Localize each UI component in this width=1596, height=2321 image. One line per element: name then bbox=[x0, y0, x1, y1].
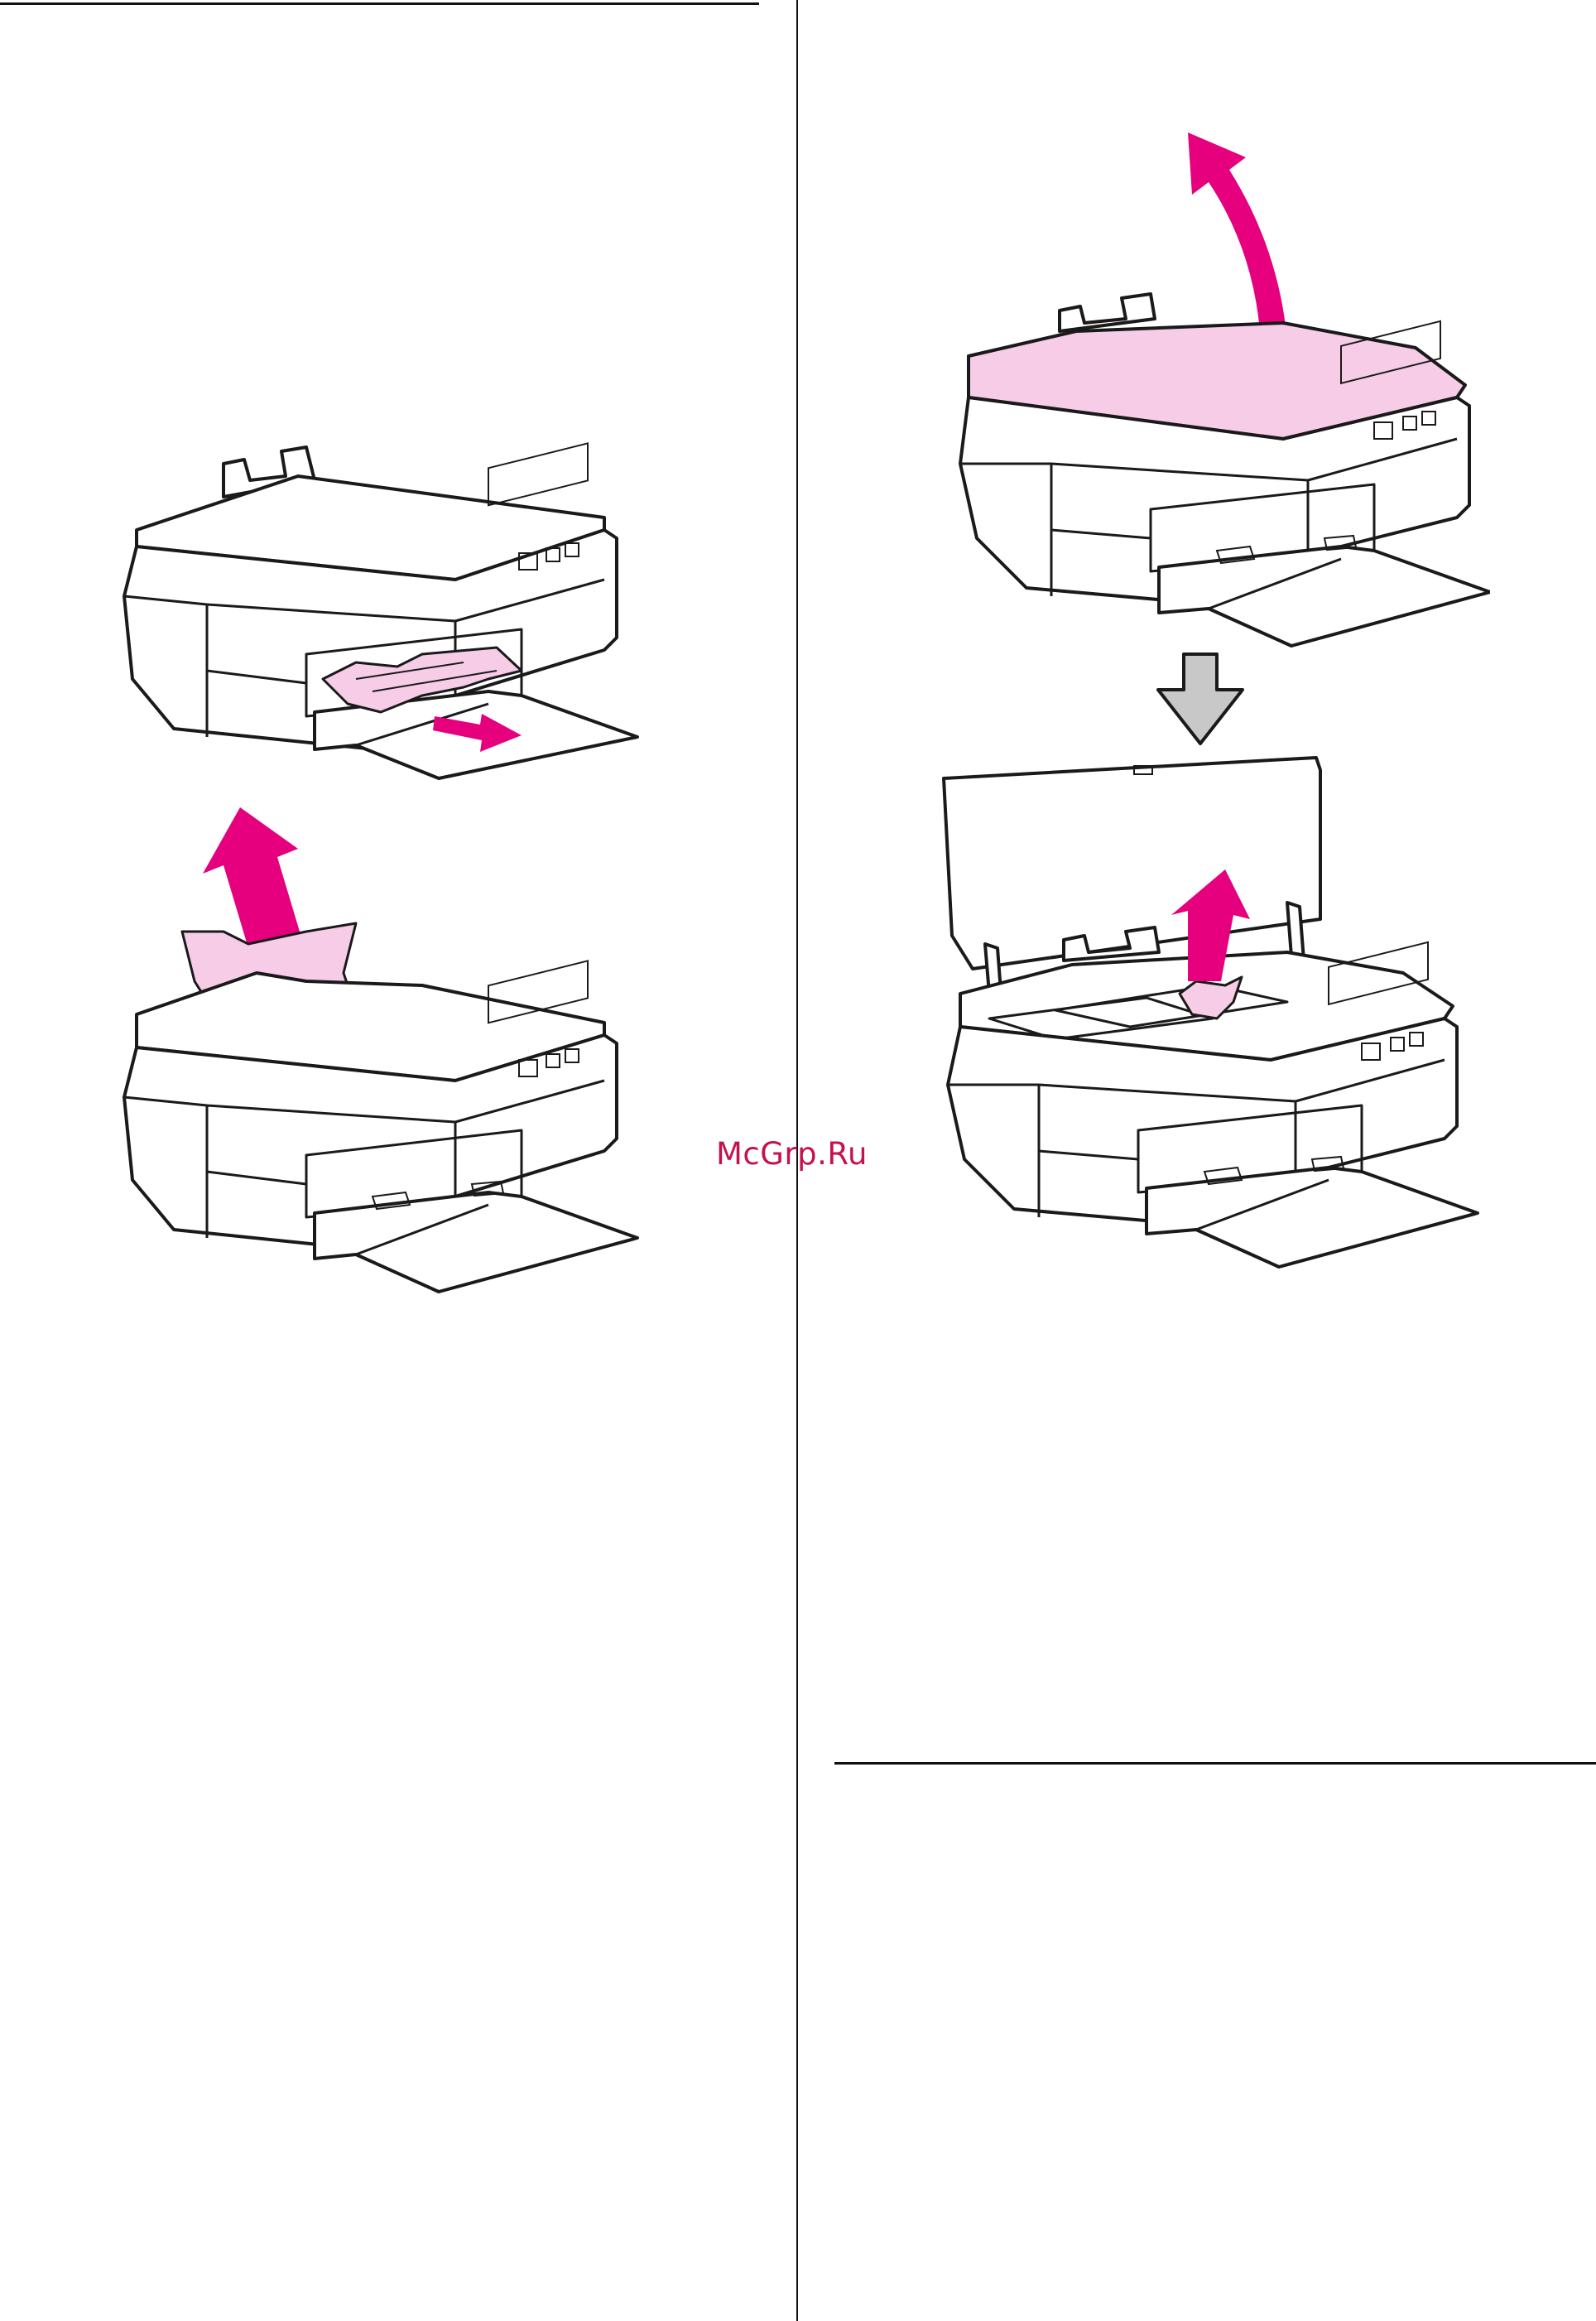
down-arrow-icon bbox=[1155, 652, 1246, 748]
section-rule-right bbox=[834, 1762, 1596, 1765]
printer-inside-jam-illustration bbox=[940, 754, 1494, 1271]
top-left-rule bbox=[0, 2, 759, 5]
printer-front-output-jam-illustration bbox=[108, 431, 671, 787]
watermark-text: McGrp.Ru bbox=[716, 1136, 868, 1172]
printer-cover-open-illustration bbox=[952, 132, 1490, 654]
printer-rear-feeder-jam-illustration bbox=[108, 807, 671, 1304]
